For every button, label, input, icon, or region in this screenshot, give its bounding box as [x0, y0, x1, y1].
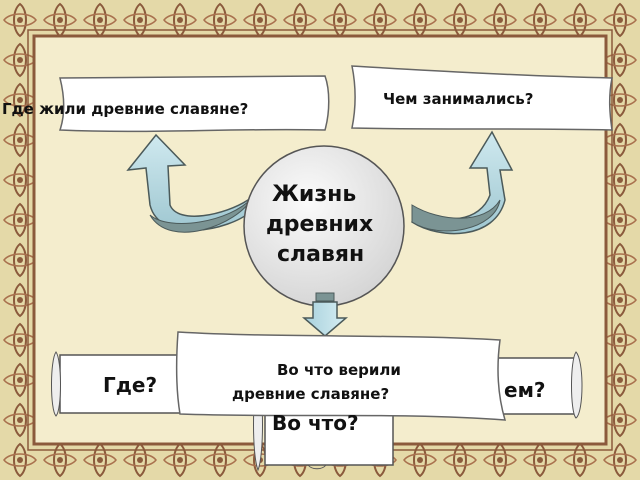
scroll-into-what-clip: Во что?: [265, 415, 393, 433]
down-arrow: [301, 292, 349, 337]
banner-occupation: [351, 65, 613, 131]
center-title-line2: древних: [266, 212, 374, 237]
banner-where-lived: [58, 75, 330, 133]
left-curved-arrow: [126, 133, 253, 233]
banner-occupation-text: Чем занимались?: [383, 90, 534, 108]
banner-beliefs-text-line2: древние славяне?: [232, 385, 390, 403]
scroll-what-text: ем?: [504, 378, 546, 402]
right-curved-arrow: [411, 130, 514, 235]
center-title-line1: Жизнь: [272, 182, 357, 207]
scroll-into-what-text: Во что?: [272, 415, 359, 433]
banner-beliefs-text-line1: Во что верили: [277, 361, 401, 379]
center-title-line3: славян: [277, 242, 365, 267]
banner-beliefs: [175, 331, 507, 421]
scroll-where-text: Где?: [103, 373, 158, 397]
banner-where-lived-text: Где жили древние славяне?: [2, 100, 249, 118]
